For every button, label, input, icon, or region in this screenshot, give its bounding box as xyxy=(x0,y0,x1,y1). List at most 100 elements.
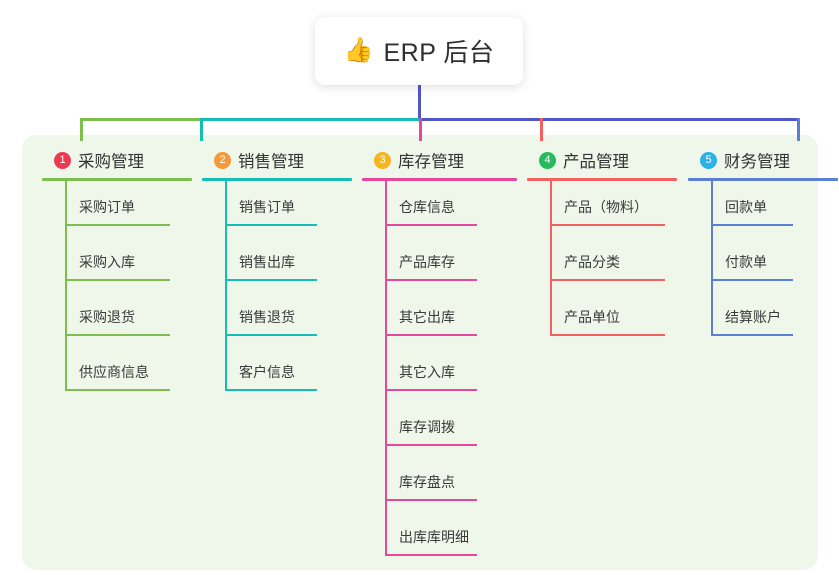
menu-item[interactable]: 其它出库 xyxy=(362,291,537,346)
menu-item[interactable]: 销售订单 xyxy=(202,181,372,236)
column-header-underline xyxy=(362,178,517,181)
column-connector-5 xyxy=(797,118,800,141)
menu-item[interactable]: 仓库信息 xyxy=(362,181,537,236)
menu-item-label: 产品单位 xyxy=(564,309,620,325)
column-badge-3: 3 xyxy=(374,151,391,169)
menu-item-label: 付款单 xyxy=(725,254,767,270)
column-badge-1: 1 xyxy=(54,151,71,169)
menu-item[interactable]: 客户信息 xyxy=(202,346,372,401)
menu-item-label: 仓库信息 xyxy=(399,199,455,215)
menu-item[interactable]: 其它入库 xyxy=(362,346,537,401)
root-node-label: ERP 后台 xyxy=(383,39,495,67)
column-connector-2 xyxy=(200,118,203,141)
menu-item-underline xyxy=(385,279,477,281)
column-header-1[interactable]: 1 采购管理 xyxy=(42,147,212,173)
menu-item-label: 库存调拨 xyxy=(399,419,455,435)
menu-item-underline xyxy=(385,444,477,446)
menu-item[interactable]: 销售出库 xyxy=(202,236,372,291)
menu-item-label: 销售出库 xyxy=(239,254,295,270)
menu-item-label: 结算账户 xyxy=(725,309,781,325)
column-title-label: 财务管理 xyxy=(724,153,790,171)
bus-segment-2 xyxy=(200,118,422,121)
column-spine xyxy=(65,181,67,391)
menu-item-label: 销售退货 xyxy=(239,309,295,325)
column-items: 采购订单采购入库采购退货供应商信息 xyxy=(42,181,212,401)
column-spine xyxy=(550,181,552,336)
menu-item-label: 采购订单 xyxy=(79,199,135,215)
menu-item-label: 采购入库 xyxy=(79,254,135,270)
menu-item[interactable]: 产品库存 xyxy=(362,236,537,291)
root-connector-stem xyxy=(418,85,421,121)
column-items: 销售订单销售出库销售退货客户信息 xyxy=(202,181,372,401)
menu-item-label: 客户信息 xyxy=(239,364,295,380)
menu-item[interactable]: 产品（物料） xyxy=(527,181,697,236)
menu-item[interactable]: 采购入库 xyxy=(42,236,212,291)
menu-item-underline xyxy=(65,389,170,391)
menu-item-label: 产品库存 xyxy=(399,254,455,270)
column-采购管理: 1 采购管理采购订单采购入库采购退货供应商信息 xyxy=(42,147,212,401)
menu-item-underline xyxy=(65,224,170,226)
column-header-5[interactable]: 5 财务管理 xyxy=(688,147,839,173)
column-spine xyxy=(385,181,387,556)
menu-item-label: 其它出库 xyxy=(399,309,455,325)
menu-item[interactable]: 出库库明细 xyxy=(362,511,537,566)
column-title-label: 产品管理 xyxy=(563,153,629,171)
menu-item-label: 采购退货 xyxy=(79,309,135,325)
menu-item-underline xyxy=(711,279,793,281)
menu-item-underline xyxy=(550,224,665,226)
column-connector-3 xyxy=(419,118,422,141)
menu-item-underline xyxy=(225,389,317,391)
menu-item[interactable]: 销售退货 xyxy=(202,291,372,346)
menu-item-label: 产品（物料） xyxy=(564,199,648,215)
column-spine xyxy=(711,181,713,336)
column-title-label: 销售管理 xyxy=(238,153,304,171)
column-connector-4 xyxy=(540,118,543,141)
menu-item-underline xyxy=(385,389,477,391)
column-产品管理: 4 产品管理产品（物料） 产品分类产品单位 xyxy=(527,147,697,346)
menu-item-label: 其它入库 xyxy=(399,364,455,380)
menu-item-underline xyxy=(65,279,170,281)
menu-item-underline xyxy=(385,554,477,556)
column-badge-4: 4 xyxy=(539,151,556,169)
column-财务管理: 5 财务管理回款单付款单结算账户 xyxy=(688,147,839,346)
column-header-4[interactable]: 4 产品管理 xyxy=(527,147,697,173)
diagram-background-panel xyxy=(22,135,818,570)
menu-item[interactable]: 产品单位 xyxy=(527,291,697,346)
menu-item[interactable]: 供应商信息 xyxy=(42,346,212,401)
menu-item-label: 出库库明细 xyxy=(399,529,469,545)
root-node[interactable]: 👍 ERP 后台 xyxy=(315,17,523,85)
menu-item[interactable]: 库存调拨 xyxy=(362,401,537,456)
menu-item-underline xyxy=(225,279,317,281)
menu-item[interactable]: 库存盘点 xyxy=(362,456,537,511)
column-header-underline xyxy=(42,178,192,181)
column-header-underline xyxy=(202,178,352,181)
bus-segment-3 xyxy=(419,118,800,121)
menu-item-label: 库存盘点 xyxy=(399,474,455,490)
column-spine xyxy=(225,181,227,391)
menu-item[interactable]: 采购订单 xyxy=(42,181,212,236)
menu-item-underline xyxy=(550,334,665,336)
column-items: 产品（物料） 产品分类产品单位 xyxy=(527,181,697,346)
menu-item-label: 销售订单 xyxy=(239,199,295,215)
menu-item[interactable]: 结算账户 xyxy=(688,291,839,346)
menu-item-underline xyxy=(711,224,793,226)
column-header-2[interactable]: 2 销售管理 xyxy=(202,147,372,173)
column-销售管理: 2 销售管理销售订单销售出库销售退货客户信息 xyxy=(202,147,372,401)
thumbs-up-emoji: 👍 xyxy=(343,37,374,64)
menu-item[interactable]: 付款单 xyxy=(688,236,839,291)
column-badge-5: 5 xyxy=(700,151,717,169)
menu-item-label: 回款单 xyxy=(725,199,767,215)
menu-item[interactable]: 回款单 xyxy=(688,181,839,236)
menu-item-underline xyxy=(550,279,665,281)
column-title-label: 采购管理 xyxy=(78,153,144,171)
menu-item[interactable]: 产品分类 xyxy=(527,236,697,291)
menu-item[interactable]: 采购退货 xyxy=(42,291,212,346)
column-header-underline xyxy=(688,178,838,181)
menu-item-label: 产品分类 xyxy=(564,254,620,270)
column-badge-2: 2 xyxy=(214,151,231,169)
column-items: 仓库信息产品库存其它出库其它入库库存调拨库存盘点出库库明细 xyxy=(362,181,537,566)
menu-item-underline xyxy=(711,334,793,336)
